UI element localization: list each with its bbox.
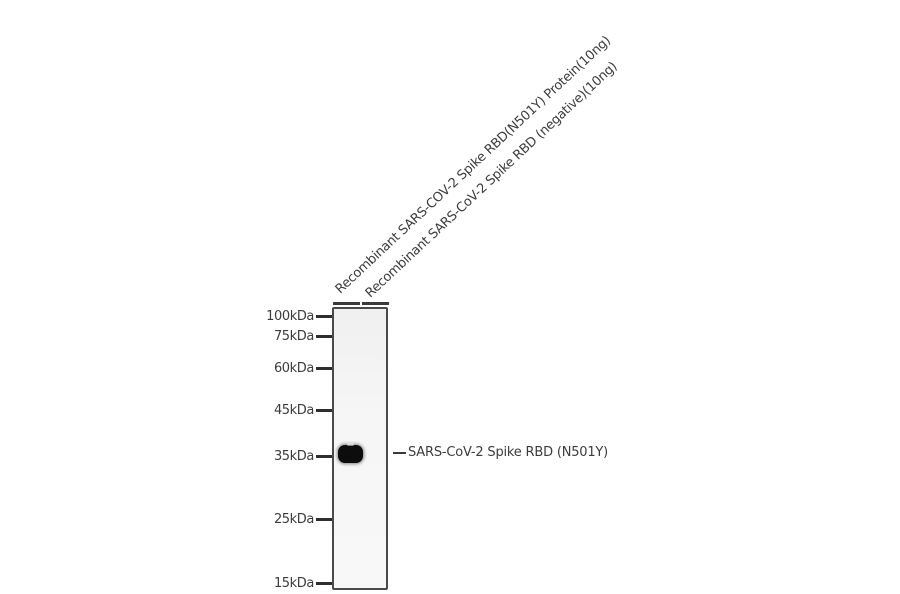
lane-label-2: Recombinant SARS-CoV-2 Spike RBD (negati…: [362, 59, 621, 301]
target-annotation: SARS-CoV-2 Spike RBD (N501Y): [393, 445, 608, 460]
mw-marker-label: 75kDa: [273, 328, 314, 344]
mw-marker-tick: [316, 581, 332, 585]
blot-membrane: [332, 307, 388, 590]
mw-marker-45: 45kDa: [273, 402, 332, 418]
protein-band-lane-1: [338, 443, 363, 463]
mw-marker-75: 75kDa: [273, 328, 332, 344]
lane-bar-1: [333, 302, 360, 305]
mw-marker-label: 100kDa: [266, 308, 314, 324]
mw-marker-tick: [316, 517, 332, 521]
mw-marker-25: 25kDa: [273, 511, 332, 527]
mw-marker-label: 15kDa: [273, 575, 314, 591]
lane-bar-2: [362, 302, 389, 305]
mw-marker-tick: [316, 454, 332, 458]
mw-marker-tick: [316, 314, 332, 318]
mw-marker-tick: [316, 366, 332, 370]
mw-marker-tick: [316, 408, 332, 412]
mw-marker-tick: [316, 334, 332, 338]
mw-marker-label: 25kDa: [273, 511, 314, 527]
mw-marker-60: 60kDa: [273, 360, 332, 376]
mw-marker-35: 35kDa: [273, 448, 332, 464]
target-pointer-line: [393, 451, 406, 454]
mw-marker-label: 60kDa: [273, 360, 314, 376]
mw-marker-label: 45kDa: [273, 402, 314, 418]
mw-marker-15: 15kDa: [273, 575, 332, 591]
mw-marker-ladder: 100kDa 75kDa 60kDa 45kDa 35kDa 25kDa 15k…: [230, 0, 332, 594]
target-label: SARS-CoV-2 Spike RBD (N501Y): [408, 445, 609, 460]
lane-label-1: Recombinant SARS-COV-2 Spike RBD(N501Y) …: [332, 33, 614, 298]
mw-marker-label: 35kDa: [273, 448, 314, 464]
mw-marker-100: 100kDa: [266, 308, 332, 324]
